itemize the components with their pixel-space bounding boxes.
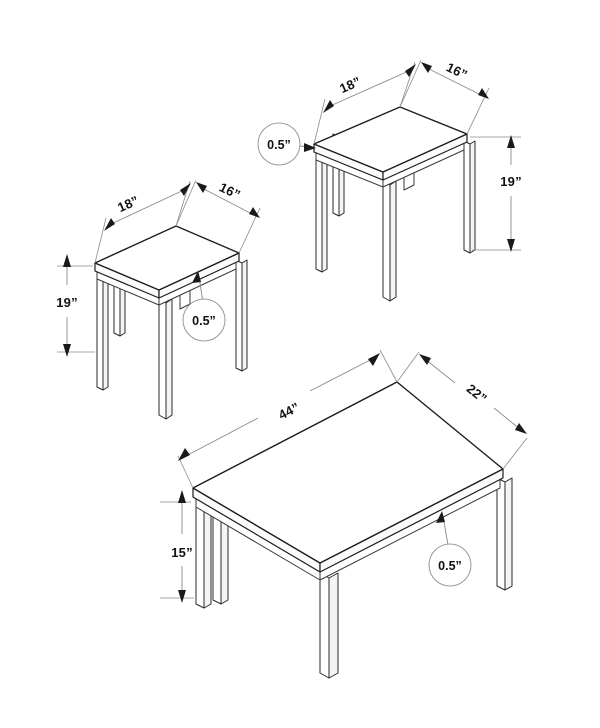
callout-left-thickness: 0.5” <box>182 271 226 342</box>
coffee-table <box>192 381 513 679</box>
callout-coffee-thickness: 0.5” <box>428 511 472 587</box>
dim-label-right-height: 19” <box>500 174 522 189</box>
callout-circle-coffee <box>428 543 472 587</box>
callout-right-thickness: 0.5” <box>257 122 316 166</box>
dim-label-coffee-depth: 22” <box>464 381 490 406</box>
dim-coffee-height: 15” <box>160 490 194 603</box>
dim-label-left-depth: 16” <box>217 179 243 202</box>
dim-label-right-depth: 16” <box>444 59 470 82</box>
coffee-table-top <box>192 381 504 564</box>
callout-label-right-thickness: 0.5” <box>267 138 291 152</box>
dim-label-coffee-width: 44” <box>276 399 302 422</box>
dim-left-height: 19” <box>56 254 95 357</box>
end-table-right <box>313 106 476 302</box>
dim-label-left-height: 19” <box>56 295 78 310</box>
callout-circle-left <box>182 298 226 342</box>
callout-label-left-thickness: 0.5” <box>192 314 216 328</box>
callout-label-coffee-thickness: 0.5” <box>438 559 462 573</box>
callout-circle-right <box>257 122 301 166</box>
end-table-left <box>94 225 248 420</box>
dim-right-height: 19” <box>470 135 522 252</box>
coffee-table-legs <box>195 477 513 679</box>
dim-label-coffee-height: 15” <box>171 545 193 560</box>
